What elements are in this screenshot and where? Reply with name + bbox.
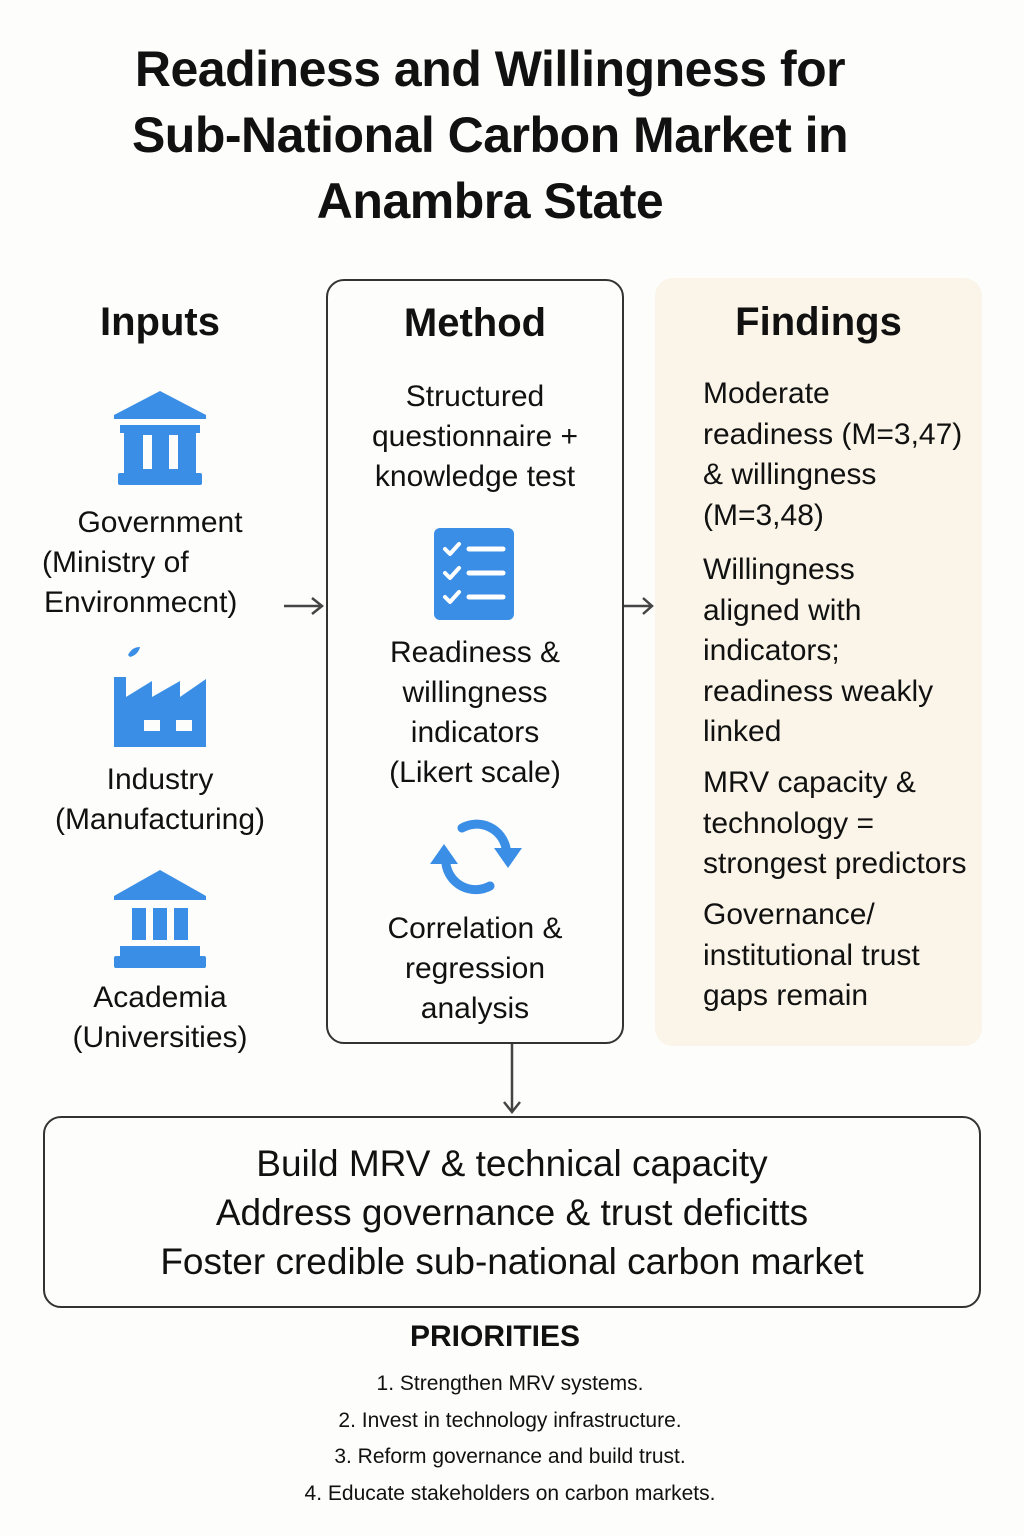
finding-item: Moderate readiness (M=3,47) & willingnes… (703, 374, 983, 536)
input-label: Government (77, 506, 243, 539)
method-step-line: analysis (420, 992, 530, 1025)
title-line: Anambra State (316, 173, 664, 229)
finding-line: (M=3,48) (703, 498, 824, 532)
input-industry: Industry (Manufacturing) (30, 645, 290, 840)
findings-box: Findings Moderate readiness (M=3,47) & w… (655, 278, 982, 1046)
checklist-icon (434, 528, 514, 620)
priority-item: 1. Strengthen MRV systems. (376, 1372, 644, 1395)
finding-line: strongest predictors (703, 847, 967, 880)
government-building-icon (114, 391, 206, 485)
method-step-indicators: Readiness & willingness indicators (Like… (328, 633, 622, 793)
title-line: Sub-National Carbon Market in (131, 107, 849, 163)
finding-line: indicators; (703, 634, 840, 667)
arrow-down-icon (503, 1044, 521, 1115)
priority-item: 2. Invest in technology infrastructure. (338, 1408, 682, 1432)
finding-line: Willingness (703, 553, 855, 586)
finding-line: institutional trust (703, 938, 920, 972)
finding-line: Governance/ (703, 898, 875, 931)
input-label: Industry (106, 763, 214, 796)
finding-line: readiness weakly (703, 674, 934, 708)
refresh-cycle-icon (430, 819, 522, 895)
inputs-heading: Inputs (100, 300, 220, 344)
method-step-line: questionnaire + (372, 420, 578, 453)
method-step-line: willingness (402, 676, 548, 709)
outcome-line: Build MRV & technical capacity (256, 1142, 768, 1184)
finding-line: & willingness (703, 458, 877, 491)
finding-line: technology = (703, 806, 874, 840)
finding-item: MRV capacity & technology = strongest pr… (703, 763, 983, 885)
outcome-box: Build MRV & technical capacity Address g… (43, 1116, 981, 1308)
priorities-heading: PRIORITIES (409, 1320, 581, 1353)
factory-icon (114, 647, 206, 747)
finding-line: aligned with (703, 593, 862, 627)
method-step-line: indicators (410, 716, 540, 749)
method-step-line: (Likert scale) (389, 756, 561, 789)
input-label: (Ministry of (42, 546, 189, 579)
priority-item: 4. Educate stakeholders on carbon market… (304, 1481, 716, 1505)
method-heading: Method (403, 301, 547, 345)
outcome-line: Foster credible sub-national carbon mark… (160, 1240, 864, 1282)
outcome-line: Address governance & trust deficitts (215, 1191, 809, 1233)
finding-line: linked (703, 715, 782, 748)
title-line: Readiness and Willingness for (134, 41, 846, 97)
method-step-analysis: Correlation & regression analysis (328, 909, 622, 1029)
finding-item: Governance/ institutional trust gaps rem… (703, 895, 983, 1017)
priorities-list: 1. Strengthen MRV systems. 2. Invest in … (0, 1366, 1020, 1512)
method-step-line: knowledge test (374, 460, 576, 493)
findings-heading: Findings (735, 300, 902, 344)
input-academia: Academia (Universities) (30, 868, 290, 1058)
finding-line: Moderate (703, 377, 830, 410)
method-step-questionnaire: Structured questionnaire + knowledge tes… (328, 377, 622, 497)
university-building-icon (114, 870, 206, 968)
input-label: (Universities) (72, 1021, 248, 1054)
input-label: Academia (93, 981, 227, 1014)
finding-line: MRV capacity & (703, 766, 916, 799)
method-step-line: regression (404, 952, 546, 985)
finding-item: Willingness aligned with indicators; rea… (703, 550, 983, 753)
finding-line: readiness (M=3,47) (703, 417, 963, 451)
arrow-right-icon (624, 597, 654, 615)
method-step-line: Readiness & (389, 636, 561, 669)
input-label: (Manufacturing) (54, 803, 266, 836)
method-step-line: Correlation & (387, 912, 563, 945)
finding-line: gaps remain (703, 979, 869, 1012)
input-label: Environmecnt) (44, 586, 238, 619)
priority-item: 3. Reform governance and build trust. (334, 1445, 686, 1468)
input-government: Government (Ministry of Environmecnt) (30, 385, 290, 623)
method-step-line: Structured (405, 380, 545, 413)
arrow-right-icon (284, 597, 325, 615)
diagram-title: Readiness and Willingness for Sub-Nation… (60, 36, 920, 234)
method-box: Method Structured questionnaire + knowle… (326, 279, 624, 1044)
